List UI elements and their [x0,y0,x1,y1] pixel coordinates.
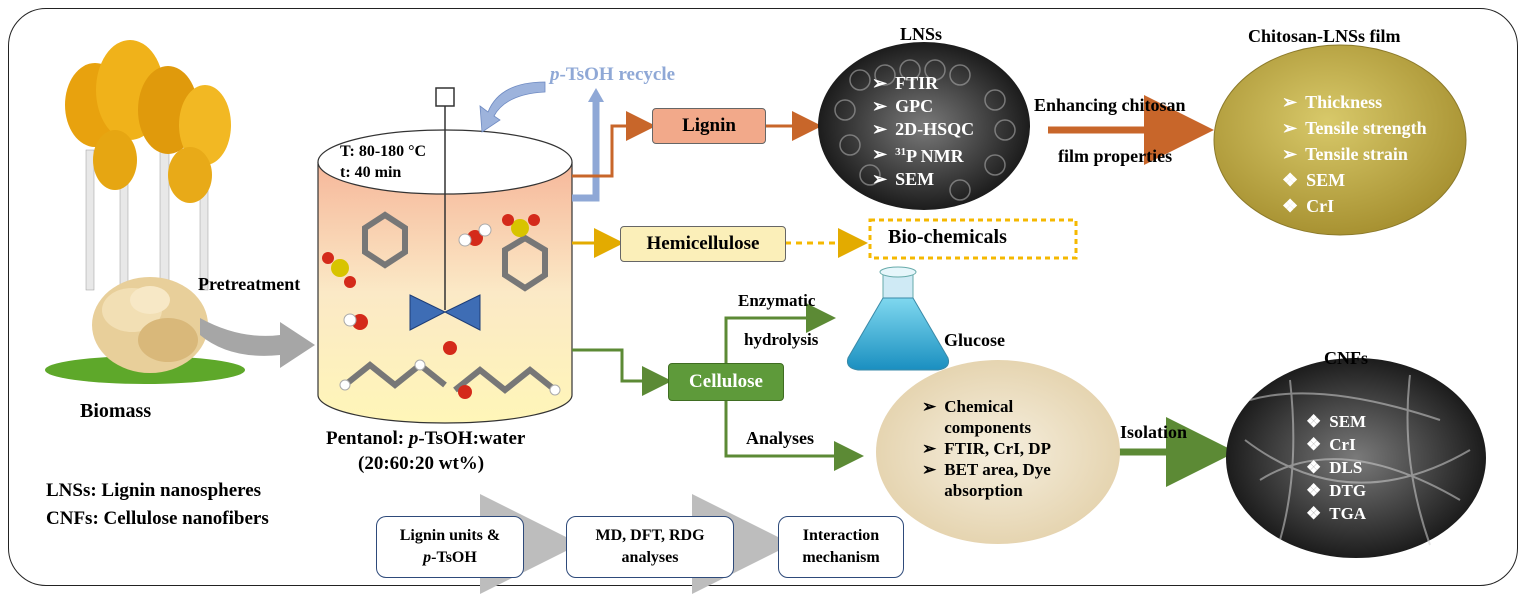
cnfs-texture [1244,374,1471,546]
enhancing-line2: film properties [1058,146,1173,166]
reactor-icon [317,87,573,424]
reactor-time: t: 40 min [340,164,402,181]
cellulose-analysis-item: ➢BET area, Dye absorption [922,460,1051,500]
to-cellulose-arrow [572,348,672,396]
lnss-item: ➢2D-HSQC [872,119,975,139]
film-item: ➢Tensile strength [1282,115,1427,141]
solvent-ratio-line1: Pentanol: p-TsOH:water [326,428,526,449]
diamond-bullet-icon: ❖ [1306,412,1322,431]
recycle-pipe-head [588,88,604,102]
lnss-item: ➢31P NMR [872,144,964,166]
arrow-bullet-icon: ➢ [872,144,888,164]
cnfs-item: ❖SEM [1306,412,1367,431]
isolation-label: Isolation [1120,422,1188,442]
cellulose-analysis-item: ➢FTIR, CrI, DP [922,439,1051,458]
wood-chips-icon [92,277,208,373]
pretreatment-arrow [200,318,315,368]
to-hydrolysis-arrow [724,303,836,370]
arrow-bullet-icon: ➢ [872,169,888,189]
film-item: ➢Thickness [1282,89,1427,115]
recycle-label: p-TsOH recycle [550,64,676,85]
arrow-bullet-icon: ➢ [922,460,937,479]
lnss-texture [834,59,1016,201]
cellulose-disc [876,360,1120,544]
cellulose-analysis-item: ➢Chemical components [922,397,1032,437]
biochemicals-label: Bio-chemicals [888,226,1007,248]
recycle-pipe [572,100,600,202]
to-analyses-arrow [724,394,864,471]
enzymatic-line2: hydrolysis [744,330,819,349]
diamond-bullet-icon: ❖ [1306,504,1322,523]
legend-lnss: LNSs: Lignin nanospheres [46,480,262,501]
analyses-label: Analyses [746,428,815,448]
film-item: ❖SEM [1282,167,1427,193]
legend-cnfs: CNFs: Cellulose nanofibers [46,508,269,529]
cnfs-list: ❖SEM ❖CrI ❖DLS ❖DTG ❖TGA [1306,410,1366,525]
enzymatic-line1: Enzymatic [738,291,816,310]
cellulose-pill: Cellulose [668,363,784,401]
cnfs-item: ❖CrI [1306,435,1356,454]
biochemicals-box-border [868,218,1078,260]
lnss-item: ➢GPC [872,96,934,116]
enhancing-line1: Enhancing chitosan [1034,95,1186,115]
molecule-icon [322,211,561,399]
recycle-curved-arrow [479,81,546,133]
biomass-label: Biomass [80,400,152,422]
arrow-bullet-icon: ➢ [922,439,937,458]
diamond-bullet-icon: ❖ [1306,481,1322,500]
sem-image-icon [818,42,1030,210]
glucose-label: Glucose [944,330,1005,350]
cellulose-analysis-list: ➢Chemical components ➢FTIR, CrI, DP ➢BET… [922,396,1094,501]
diamond-bullet-icon: ❖ [1282,196,1299,216]
arrow-bullet-icon: ➢ [922,397,937,416]
lnss-title: LNSs [900,24,943,44]
cnfs-sem-disc [1226,358,1486,558]
arrow-bullet-icon: ➢ [872,96,888,116]
lignin-pill: Lignin [652,108,766,144]
hemicellulose-pill: Hemicellulose [620,226,786,262]
diamond-bullet-icon: ❖ [1282,170,1299,190]
arrow-bullet-icon: ➢ [872,119,888,139]
flask-icon [847,266,949,371]
lnss-item: ➢FTIR [872,73,939,93]
pretreatment-label: Pretreatment [198,274,301,294]
arrow-bullet-icon: ➢ [872,73,888,93]
reactor-temperature: T: 80-180 °C [340,143,427,160]
arrow-bullet-icon: ➢ [1282,92,1298,112]
flow-box-lignin-units: Lignin units &p-TsOH [376,516,524,578]
to-lignin-arrow [572,111,656,178]
cnfs-item: ❖DTG [1306,481,1367,500]
film-title: Chitosan-LNSs film [1248,26,1401,46]
diamond-bullet-icon: ❖ [1306,435,1322,454]
film-item: ➢Tensile strain [1282,141,1427,167]
solvent-ratio-line2: (20:60:20 wt%) [358,453,485,474]
film-item: ❖CrI [1282,193,1427,219]
lnss-list: ➢FTIR ➢GPC ➢2D-HSQC ➢31P NMR ➢SEM [872,72,974,191]
cnfs-title: CNFs [1324,348,1368,368]
cnfs-item: ❖DLS [1306,458,1363,477]
cnfs-item: ❖TGA [1306,504,1367,523]
arrow-bullet-icon: ➢ [1282,144,1298,164]
diamond-bullet-icon: ❖ [1306,458,1322,477]
arrow-bullet-icon: ➢ [1282,118,1298,138]
film-disc [1213,44,1467,236]
lnss-item: ➢SEM [872,169,935,189]
film-list: ➢Thickness ➢Tensile strength ➢Tensile st… [1282,89,1427,219]
